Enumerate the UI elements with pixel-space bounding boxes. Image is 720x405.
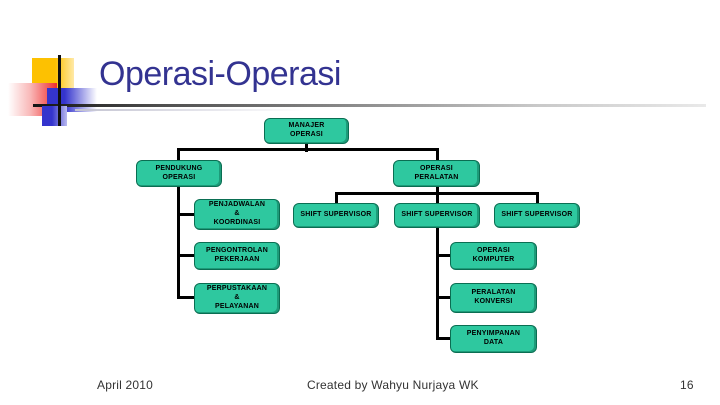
- slide-title: Operasi-Operasi: [99, 55, 341, 93]
- org-node-shift-supervisor-2: SHIFT SUPERVISOR: [394, 203, 480, 228]
- connector-stub-pengontrolan: [177, 254, 195, 257]
- connector-stub-komputer: [436, 254, 452, 257]
- connector-shift1-riser: [335, 192, 338, 203]
- connector-shift2-drop: [436, 228, 439, 339]
- title-underline-rule: [33, 104, 706, 107]
- org-node-penyimpanan-data: PENYIMPANAN DATA: [450, 325, 537, 353]
- footer-credit: Created by Wahyu Nurjaya WK: [307, 378, 479, 392]
- org-node-shift-supervisor-1: SHIFT SUPERVISOR: [293, 203, 379, 228]
- org-node-peralatan-konversi: PERALATAN KONVERSI: [450, 283, 537, 313]
- connector-pendukung-riser: [177, 148, 180, 160]
- connector-level2-horizontal: [177, 148, 439, 151]
- title-underline-shadow: [75, 109, 305, 111]
- org-node-perpustakaan-pelayanan: PERPUSTAKAAN & PELAYANAN: [194, 283, 280, 314]
- connector-stub-konversi: [436, 296, 452, 299]
- org-node-manajer-operasi: MANAJER OPERASI: [264, 118, 349, 144]
- connector-pendukung-drop: [177, 187, 180, 299]
- org-node-pendukung-operasi: PENDUKUNG OPERASI: [136, 160, 222, 187]
- connector-peralatan-riser: [436, 148, 439, 160]
- connector-stub-perpustakaan: [177, 296, 195, 299]
- org-node-penjadwalan-koordinasi: PENJADWALAN & KOORDINASI: [194, 199, 280, 230]
- footer-date: April 2010: [97, 378, 154, 392]
- org-node-operasi-peralatan: OPERASI PERALATAN: [393, 160, 480, 187]
- org-node-pengontrolan-pekerjaan: PENGONTROLAN PEKERJAAN: [194, 242, 280, 270]
- connector-shift2-riser: [436, 192, 439, 203]
- org-node-operasi-komputer: OPERASI KOMPUTER: [450, 242, 537, 270]
- logo-vertical-line: [58, 55, 61, 126]
- logo-blue-small-square: [42, 106, 67, 126]
- footer-page-number: 16: [680, 378, 694, 392]
- connector-stub-penjadwalan: [177, 213, 195, 216]
- connector-peralatan-drop: [436, 187, 439, 195]
- connector-shift3-riser: [536, 192, 539, 203]
- connector-stub-penyimpanan: [436, 337, 452, 340]
- org-node-shift-supervisor-3: SHIFT SUPERVISOR: [494, 203, 580, 228]
